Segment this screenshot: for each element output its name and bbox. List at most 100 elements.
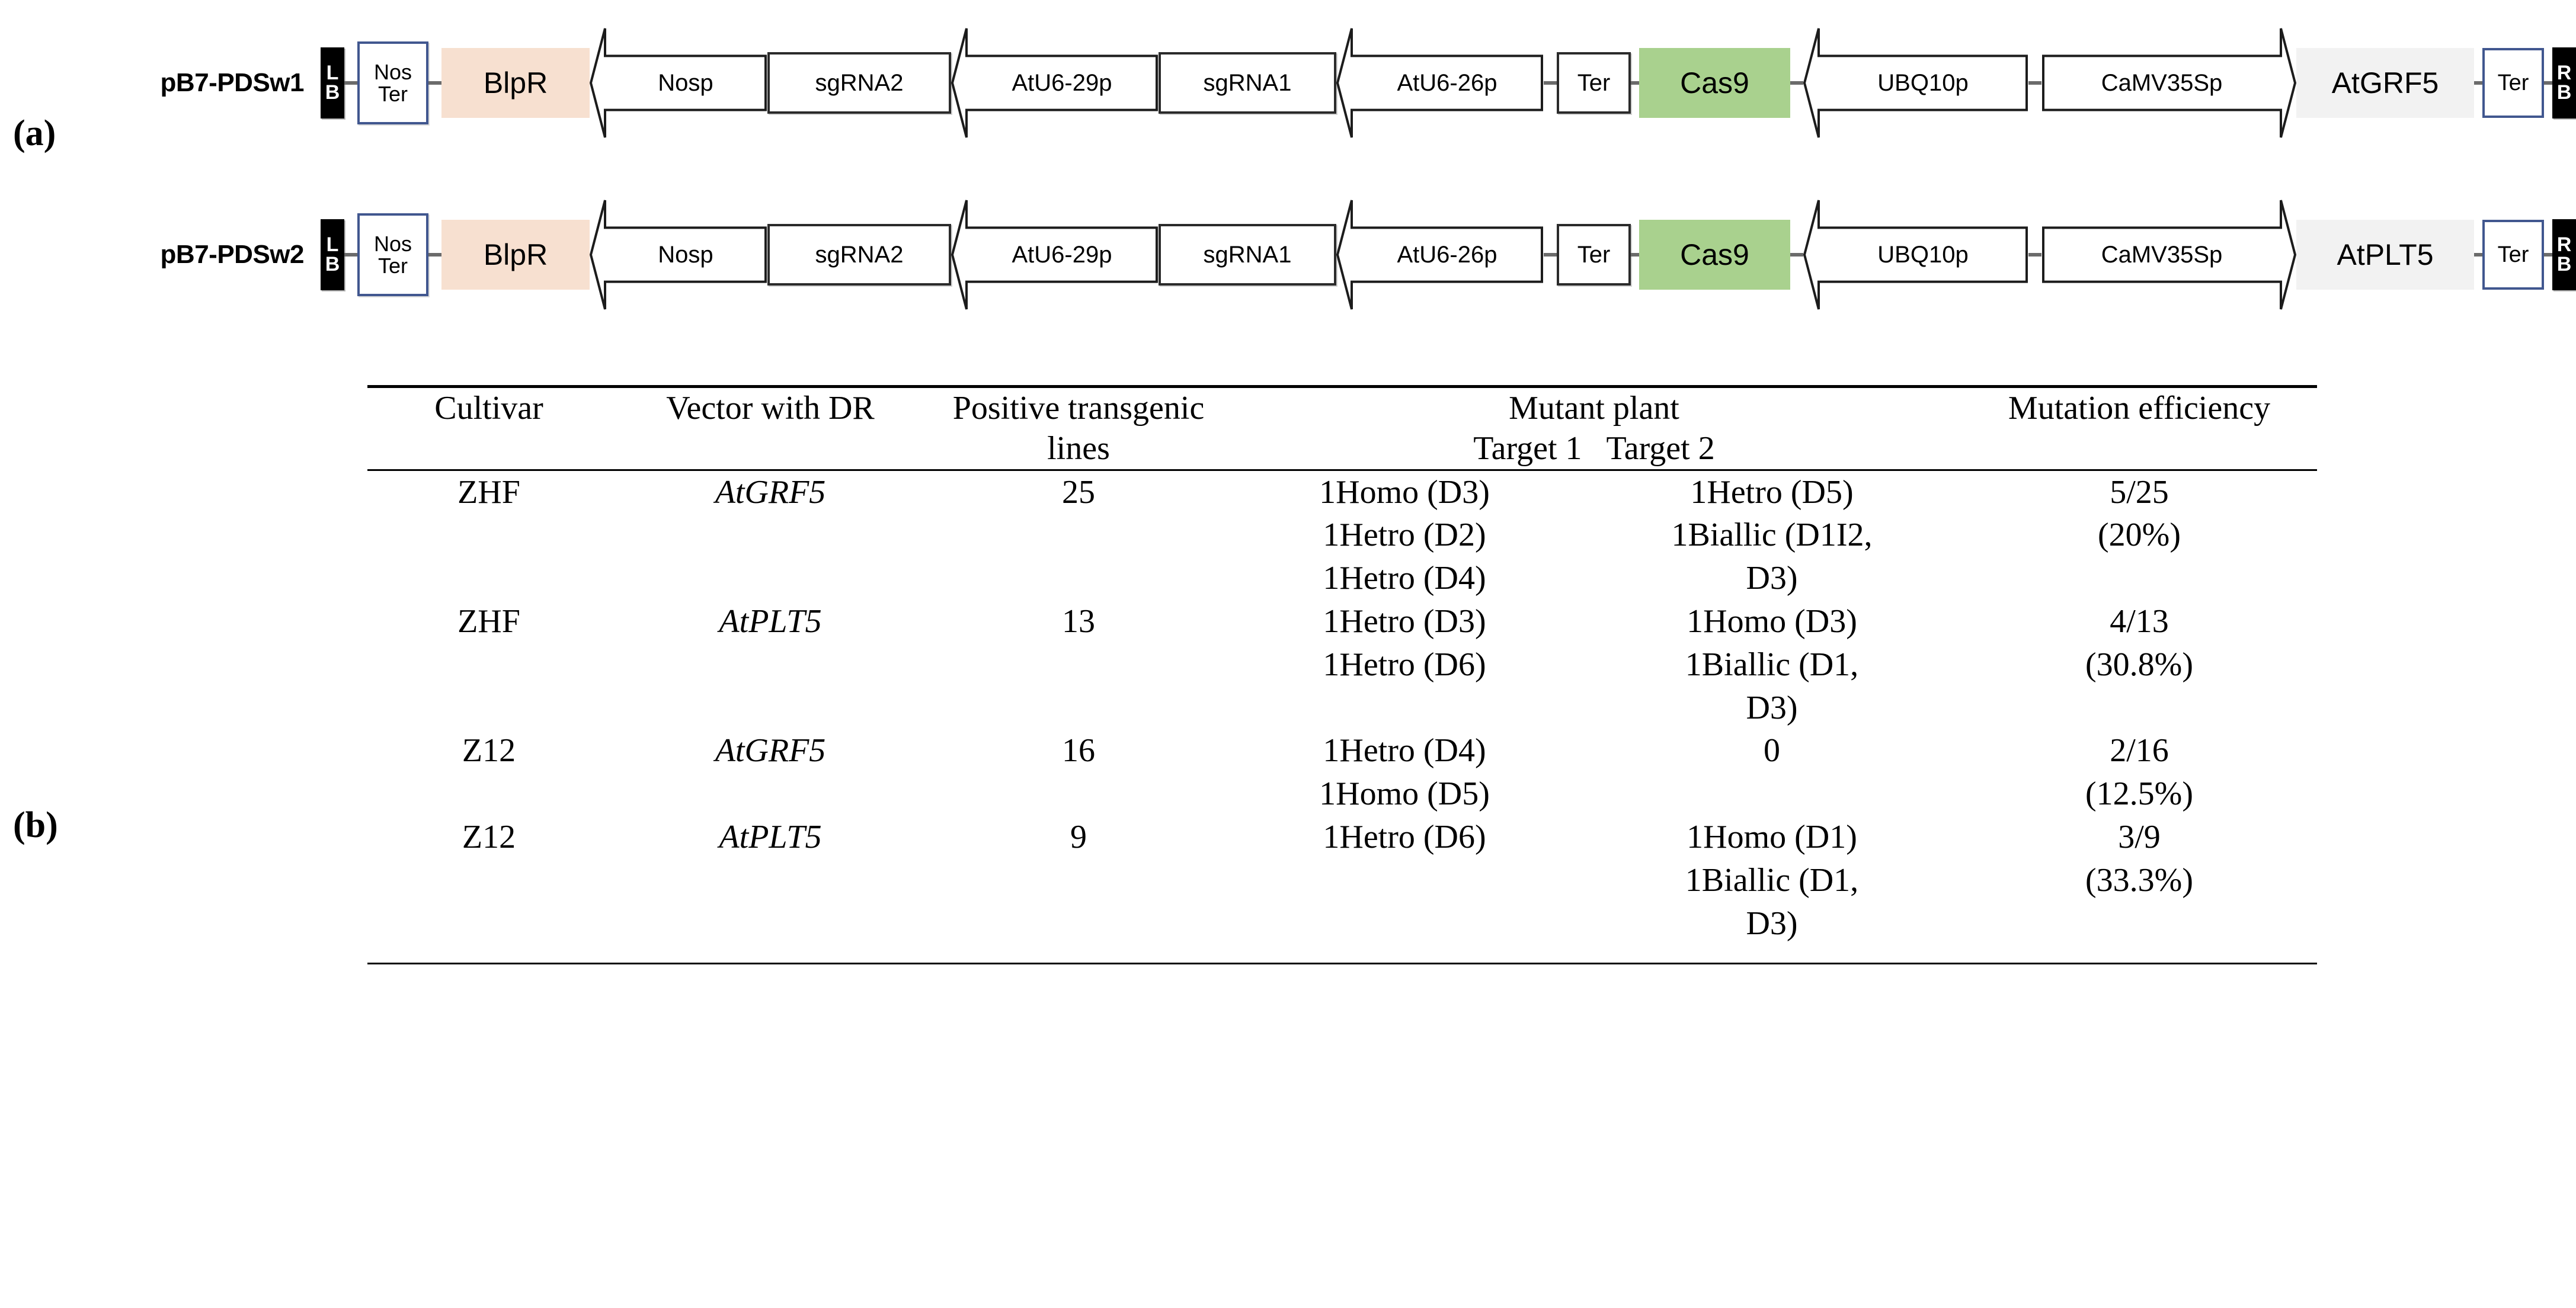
header-mutant-plant: Mutant plant Target 1 Target 2: [1227, 385, 1961, 471]
cell-cultivar: Z12: [462, 732, 516, 770]
border-letter-top: R: [2556, 233, 2572, 257]
cell-vector: AtGRF5: [715, 732, 826, 770]
header-mutation-efficiency: Mutation efficiency: [1961, 385, 2317, 471]
construct-feature-cas9-gene: Cas9: [1639, 48, 1790, 118]
cell-line: 3/9: [2118, 819, 2161, 855]
header-target-2: Target 2: [1606, 430, 1715, 467]
cell-line: (30.8%): [2085, 646, 2193, 683]
cell-cultivar: ZHF: [457, 473, 520, 511]
terminator-label: Ter: [2497, 242, 2529, 267]
feature-label: AtU6-29p: [1012, 241, 1112, 268]
connector-line: [1631, 253, 1639, 257]
cell-mutation-efficiency: 4/13(30.8%): [1961, 600, 2317, 729]
cell-line: 1Hetro (D5): [1690, 473, 1854, 511]
connector-line: [428, 81, 441, 85]
cell-cultivar: Z12: [367, 816, 610, 965]
cell-line: 1Hetro (D3): [1323, 603, 1486, 640]
header-target-separator: [1591, 430, 1599, 467]
cell-line: 1Homo (D1): [1687, 819, 1857, 855]
feature-label: AtU6-29p: [1012, 69, 1112, 96]
border-letter-top: R: [2556, 62, 2572, 85]
panel-label-b: (b): [13, 805, 58, 845]
connector-line: [344, 253, 357, 257]
construct-feature-atgrf5-gene: AtGRF5: [2296, 48, 2474, 118]
cell-cultivar: ZHF: [457, 603, 520, 640]
construct-feature-sgrna1: sgRNA1: [1159, 224, 1336, 286]
header-targets: Target 1 Target 2: [1227, 428, 1961, 469]
feature-label: Cas9: [1680, 238, 1749, 271]
connector-line: [2474, 81, 2482, 85]
construct-feature-blpr-gene: BlpR: [441, 48, 590, 118]
cell-line: 1Hetro (D4): [1323, 560, 1486, 597]
cell-line: 1Hetro (D6): [1323, 646, 1486, 683]
connector-line: [2028, 81, 2041, 85]
cell-line: D3): [1746, 560, 1798, 597]
construct-feature-terminator: Ter: [1557, 52, 1631, 114]
feature-label: AtPLT5: [2337, 238, 2434, 271]
cell-line: 1Biallic (D1,: [1685, 646, 1859, 683]
construct-name: pB7-PDSw1: [160, 68, 305, 97]
cell-line: (20%): [2098, 517, 2181, 554]
cell-line: 1Biallic (D1I2,: [1671, 517, 1873, 554]
construct-feature-sgrna2: sgRNA2: [767, 52, 951, 114]
construct-feature-nosp-promoter: Nosp: [590, 27, 767, 139]
feature-label: Cas9: [1680, 66, 1749, 100]
border-letter-top: L: [326, 62, 339, 85]
cell-target-1: 1Homo (D3) 1Hetro (D2) 1Hetro (D4): [1227, 470, 1582, 600]
terminator-line-1: Nos: [373, 231, 412, 256]
connector-line: [1631, 81, 1639, 85]
connector-line: [2544, 81, 2552, 85]
cell-line: 1Hetro (D6): [1323, 819, 1486, 855]
feature-label: BlpR: [483, 238, 548, 271]
cell-line: 1Homo (D3): [1319, 473, 1490, 511]
construct-feature-terminator: Ter: [1557, 224, 1631, 286]
connector-line: [1790, 81, 1803, 85]
border-letter-bottom: B: [2556, 81, 2572, 104]
connector-line: [1544, 253, 1557, 257]
connector-line: [428, 253, 441, 257]
construct-feature-ubq10p-promoter: UBQ10p: [1803, 27, 2028, 139]
cell-mutation-efficiency: 2/16(12.5%): [1961, 729, 2317, 816]
construct-feature-sgrna2: sgRNA2: [767, 224, 951, 286]
cell-line: 1Homo (D5): [1319, 775, 1490, 813]
connector-line: [2544, 253, 2552, 257]
construct-feature-atu6-29p-promoter: AtU6-29p: [951, 198, 1159, 311]
feature-label: UBQ10p: [1877, 241, 1969, 268]
cell-line: 0: [1764, 732, 1780, 770]
connector-line: [2028, 253, 2041, 257]
cell-line: 1Biallic (D1,: [1685, 861, 1859, 899]
cell-positive-lines: 9: [930, 816, 1227, 965]
cell-target-1: 1Hetro (D4)1Homo (D5): [1227, 729, 1582, 816]
terminator-line-1: Nos: [373, 59, 412, 84]
construct-feature-atu6-26p-promoter: AtU6-26p: [1336, 27, 1544, 139]
cell-line: 1Hetro (D2): [1323, 517, 1486, 554]
feature-label: AtGRF5: [2331, 66, 2439, 100]
construct-feature-atu6-26p-promoter: AtU6-26p: [1336, 198, 1544, 311]
header-positive-lines: Positive transgenic lines: [930, 385, 1227, 471]
cell-target-1: 1Hetro (D6): [1227, 816, 1582, 965]
cell-line: 1Homo (D3): [1687, 603, 1857, 640]
construct-feature-atplt5-gene: AtPLT5: [2296, 220, 2474, 290]
cell-vector: AtPLT5: [610, 816, 930, 965]
cell-target-1: 1Hetro (D3) 1Hetro (D6): [1227, 600, 1582, 729]
border-letter-bottom: B: [2556, 253, 2572, 275]
construct-feature-right-terminator: Ter: [2482, 220, 2544, 290]
feature-label: UBQ10p: [1877, 69, 1969, 96]
feature-label: CaMV35Sp: [2101, 69, 2223, 96]
cell-line: D3): [1746, 905, 1798, 942]
construct-feature-cas9-gene: Cas9: [1639, 220, 1790, 290]
feature-label: Ter: [1577, 69, 1611, 96]
header-vector: Vector with DR: [610, 385, 930, 471]
feature-label: AtU6-26p: [1397, 241, 1497, 268]
cell-mutation-efficiency: 5/25(20%): [1961, 470, 2317, 600]
cell-line: (12.5%): [2085, 775, 2193, 813]
